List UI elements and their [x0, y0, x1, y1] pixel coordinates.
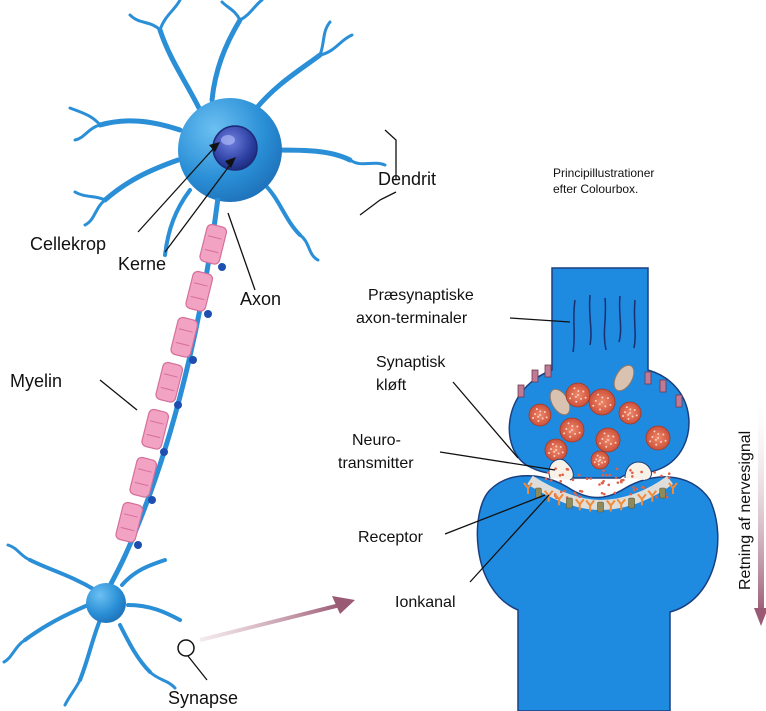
label-neuro-1: Neuro-: [352, 432, 401, 449]
vesicle: [545, 439, 567, 461]
ion-channel: [598, 502, 604, 512]
label-receptor: Receptor: [358, 529, 424, 546]
zoom-arrow: [200, 605, 340, 640]
myelin-segment: [170, 316, 199, 364]
label-myelin: Myelin: [10, 371, 62, 391]
vesicle: [560, 418, 584, 442]
myelin-segment: [185, 270, 214, 318]
label-dendrit: Dendrit: [378, 169, 436, 189]
vesicle: [529, 404, 551, 426]
myelin-segment: [129, 456, 158, 504]
vesicle: [591, 451, 609, 469]
label-praesynaptiske-2: axon-terminaler: [356, 310, 468, 327]
myelin-segment: [199, 223, 228, 271]
label-kerne: Kerne: [118, 254, 166, 274]
vesicle: [619, 402, 641, 424]
synapse-marker: [178, 640, 194, 656]
direction-arrow-head: [754, 608, 766, 626]
label-cellekrop: Cellekrop: [30, 234, 106, 254]
lower-cell-body: [86, 583, 126, 623]
myelin-segment: [115, 501, 144, 549]
label-praesynaptiske-1: Præsynaptiske: [368, 287, 474, 304]
ion-channel: [629, 498, 635, 508]
myelin-segment: [141, 408, 170, 456]
label-synaptisk-2: kløft: [376, 377, 407, 394]
lower-dendrites: [4, 545, 180, 705]
vesicle: [566, 383, 590, 407]
label-synapse: Synapse: [168, 688, 238, 708]
credit-line2: efter Colourbox.: [553, 182, 638, 196]
ion-channel: [660, 488, 666, 498]
label-ionkanal: Ionkanal: [395, 594, 456, 611]
nucleus: [213, 126, 257, 170]
myelin-segment: [155, 361, 184, 409]
label-synaptisk-1: Synaptisk: [376, 354, 446, 371]
label-neuro-2: transmitter: [338, 455, 414, 472]
vesicle: [596, 428, 620, 452]
direction-arrow-shaft: [758, 385, 764, 613]
label-axon: Axon: [240, 289, 281, 309]
ion-channel: [566, 498, 572, 508]
direction-label: Retning af nervesignal: [737, 431, 754, 590]
vesicle: [646, 426, 670, 450]
credit-line1: Principillustrationer: [553, 166, 654, 180]
vesicle: [589, 389, 615, 415]
